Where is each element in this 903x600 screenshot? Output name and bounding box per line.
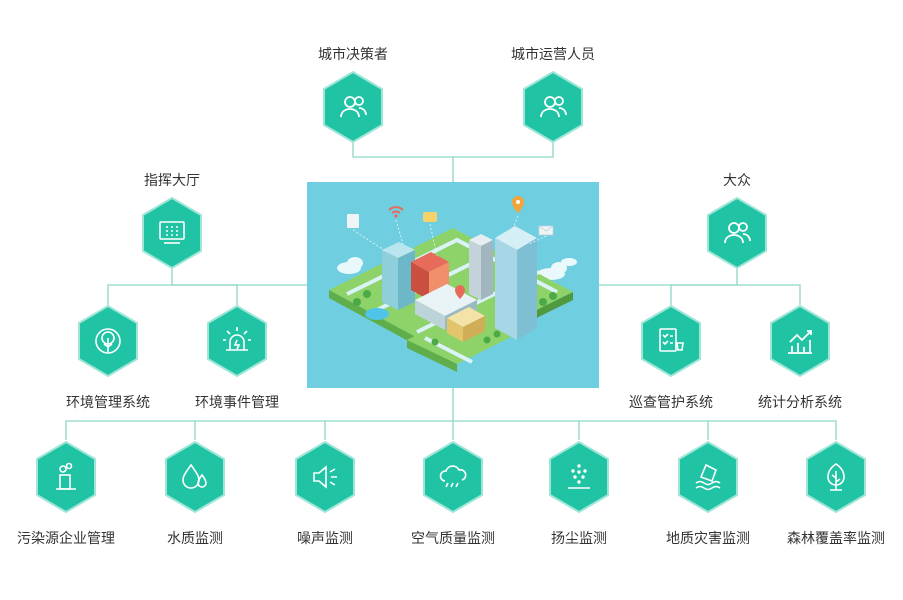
landslide-icon [695, 463, 721, 491]
node-label: 空气质量监测 [411, 531, 495, 547]
hex-badge [293, 440, 357, 514]
signal-lines [352, 215, 547, 257]
hex-badge [521, 70, 585, 144]
node-label: 巡查管护系统 [629, 395, 713, 411]
building-tall [495, 226, 537, 340]
node-label: 指挥大厅 [144, 173, 200, 189]
hex-badge [421, 440, 485, 514]
location-pin-icon [512, 196, 524, 213]
cloud-wind-icon [439, 465, 467, 488]
hex-badge [76, 304, 140, 378]
node-city-operators[interactable]: 城市运营人员 [488, 44, 618, 204]
node-water-quality[interactable]: 水质监测 [130, 440, 260, 600]
hex-badge [140, 196, 204, 270]
node-label: 大众 [723, 173, 751, 189]
chart-icon [788, 330, 812, 354]
node-geological-hazard[interactable]: 地质灾害监测 [643, 440, 773, 600]
node-label: 水质监测 [167, 531, 223, 547]
node-public[interactable]: 大众 [672, 170, 802, 330]
node-environment-management[interactable]: 环境管理系统 [43, 304, 173, 464]
location-pin-icon [455, 285, 465, 299]
node-statistics[interactable]: 统计分析系统 [735, 304, 865, 464]
node-noise[interactable]: 噪声监测 [260, 440, 390, 600]
hex-badge [768, 304, 832, 378]
hex-badge [639, 304, 703, 378]
forest-tree-icon [827, 463, 845, 491]
hex-badge [676, 440, 740, 514]
node-environment-events[interactable]: 环境事件管理 [172, 304, 302, 464]
building-grey [469, 234, 493, 300]
node-label: 城市运营人员 [511, 47, 595, 63]
hex-badge [205, 304, 269, 378]
node-label: 污染源企业管理 [17, 531, 115, 547]
node-label: 森林覆盖率监测 [787, 531, 885, 547]
trees [353, 290, 557, 346]
factory-icon [56, 462, 76, 490]
node-forest-coverage[interactable]: 森林覆盖率监测 [771, 440, 901, 600]
node-label: 地质灾害监测 [666, 531, 750, 547]
wifi-icon [388, 206, 404, 214]
hex-badge [804, 440, 868, 514]
node-air-quality[interactable]: 空气质量监测 [388, 440, 518, 600]
hex-badge [321, 70, 385, 144]
node-command-hall[interactable]: 指挥大厅 [107, 170, 237, 330]
dashboard-icon [159, 221, 185, 244]
node-patrol-maintenance[interactable]: 巡查管护系统 [606, 304, 736, 464]
checklist-icon [659, 328, 684, 352]
building-left [382, 242, 415, 310]
hex-badge [34, 440, 98, 514]
speaker-icon [313, 465, 337, 489]
users-icon [540, 96, 567, 118]
document-icon [347, 214, 359, 228]
mail-icon [538, 225, 554, 236]
tree-icon [95, 328, 121, 354]
dust-icon [568, 464, 590, 489]
node-label: 城市决策者 [318, 47, 388, 63]
users-icon [724, 222, 751, 244]
node-dust[interactable]: 扬尘监测 [514, 440, 644, 600]
node-city-decision-makers[interactable]: 城市决策者 [288, 44, 418, 204]
message-icon [423, 212, 437, 222]
hex-badge [547, 440, 611, 514]
water-drops-icon [182, 463, 207, 489]
users-icon [340, 96, 367, 118]
hex-badge [163, 440, 227, 514]
node-label: 环境事件管理 [195, 395, 279, 411]
node-label: 统计分析系统 [758, 395, 842, 411]
node-label: 环境管理系统 [66, 395, 150, 411]
node-pollution-enterprise[interactable]: 污染源企业管理 [1, 440, 131, 600]
floating-icons [347, 196, 554, 299]
hex-badge [705, 196, 769, 270]
alarm-icon [223, 327, 251, 351]
smart-city-illustration [307, 182, 599, 388]
pond [365, 308, 389, 320]
node-label: 扬尘监测 [551, 531, 607, 547]
node-label: 噪声监测 [297, 531, 353, 547]
